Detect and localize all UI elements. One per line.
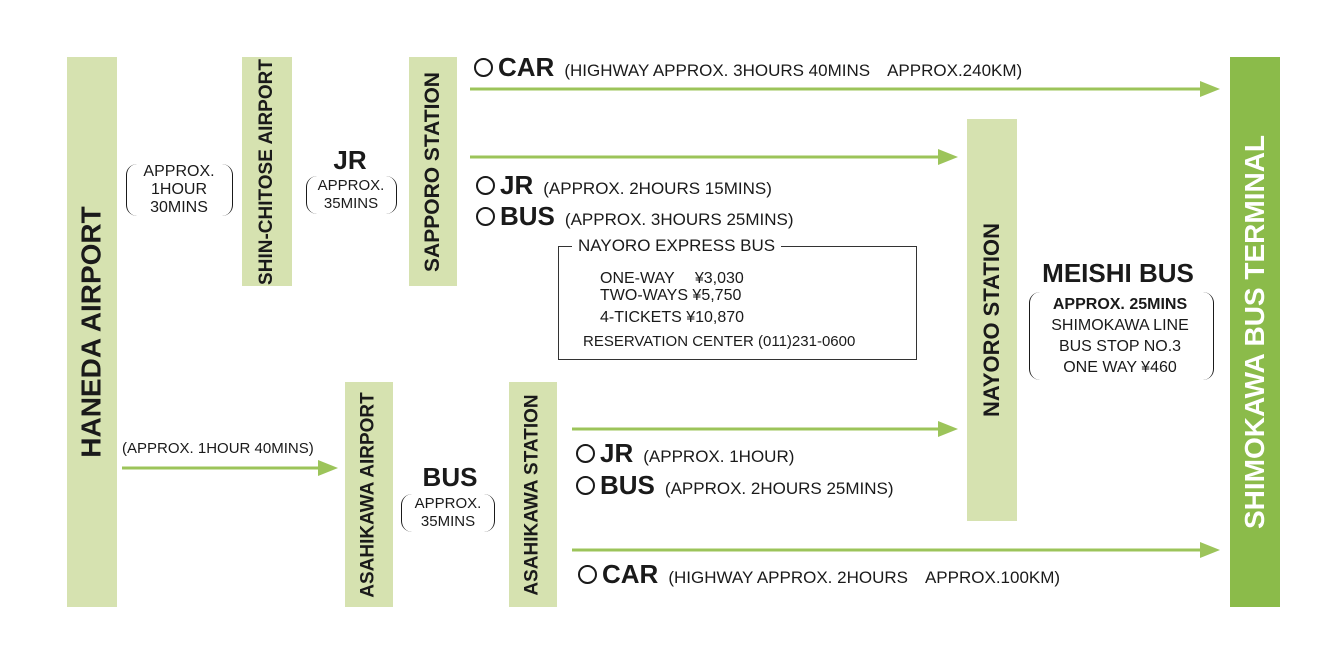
route-sapporo-car: CAR (HIGHWAY APPROX. 3HOURS 40MINS APPRO… bbox=[474, 52, 1022, 83]
express-fare-twoways: TWO-WAYS ¥5,750 bbox=[600, 287, 742, 304]
circle-marker bbox=[476, 207, 495, 226]
nayoro-station-box: NAYORO STATION bbox=[967, 119, 1017, 521]
arrow-head-asahikawa-car bbox=[1200, 542, 1220, 558]
meishi-bus-details: APPROX. 25MINS SHIMOKAWA LINE BUS STOP N… bbox=[1051, 296, 1189, 376]
express-fare-4tickets: 4-TICKETS ¥10,870 bbox=[600, 309, 745, 326]
arrow-head-haneda-asahikawa bbox=[318, 460, 338, 476]
bracket-left bbox=[401, 494, 412, 532]
haneda-chitose-time: APPROX. 1HOUR 30MINS bbox=[143, 163, 215, 216]
asahikawa-time: APPROX. 35MINS bbox=[414, 495, 482, 530]
arrow-head-sapporo-jr-bus bbox=[938, 149, 958, 165]
bracket-left bbox=[126, 164, 137, 216]
circle-marker bbox=[578, 565, 597, 584]
bracket-left bbox=[306, 176, 317, 214]
express-fare-oneway: ONE-WAY ¥3,030 bbox=[600, 270, 744, 287]
haneda-asahikawa-time: (APPROX. 1HOUR 40MINS) bbox=[122, 440, 314, 457]
circle-marker bbox=[474, 58, 493, 77]
circle-marker bbox=[576, 476, 595, 495]
route-sapporo-bus: BUS (APPROX. 3HOURS 25MINS) bbox=[476, 201, 794, 232]
arrow-head-asahikawa-jr-bus bbox=[938, 421, 958, 437]
route-asahikawa-bus: BUS (APPROX. 2HOURS 25MINS) bbox=[576, 470, 894, 501]
chitose-sapporo-mode: JR bbox=[333, 145, 367, 175]
route-sapporo-jr: JR (APPROX. 2HOURS 15MINS) bbox=[476, 170, 772, 201]
haneda-airport-box: HANEDA AIRPORT bbox=[67, 57, 117, 607]
route-asahikawa-car: CAR (HIGHWAY APPROX. 2HOURS APPROX.100KM… bbox=[578, 559, 1060, 590]
express-bus-title: NAYORO EXPRESS BUS bbox=[572, 236, 782, 256]
shin-chitose-airport-box: SHIN-CHITOSE AIRPORT bbox=[242, 57, 292, 286]
asahikawa-airport-box: ASAHIKAWA AIRPORT bbox=[345, 382, 393, 607]
arrow-head-sapporo-car bbox=[1200, 81, 1220, 97]
express-reservation: RESERVATION CENTER (011)231-0600 bbox=[583, 333, 856, 350]
bracket-right bbox=[1203, 292, 1214, 380]
shimokawa-bus-terminal-box: SHIMOKAWA BUS TERMINAL bbox=[1230, 57, 1280, 607]
circle-marker bbox=[476, 176, 495, 195]
chitose-sapporo-time: APPROX. 35MINS bbox=[317, 177, 385, 212]
bracket-left bbox=[1029, 292, 1040, 380]
meishi-bus-title: MEISHI BUS bbox=[1042, 258, 1194, 288]
bracket-right bbox=[484, 494, 495, 532]
route-asahikawa-jr: JR (APPROX. 1HOUR) bbox=[576, 438, 794, 469]
sapporo-station-box: SAPPORO STATION bbox=[409, 57, 457, 286]
asahikawa-station-box: ASAHIKAWA STATION bbox=[509, 382, 557, 607]
circle-marker bbox=[576, 444, 595, 463]
asahikawa-mode: BUS bbox=[422, 462, 478, 492]
bracket-right bbox=[222, 164, 233, 216]
bracket-right bbox=[386, 176, 397, 214]
